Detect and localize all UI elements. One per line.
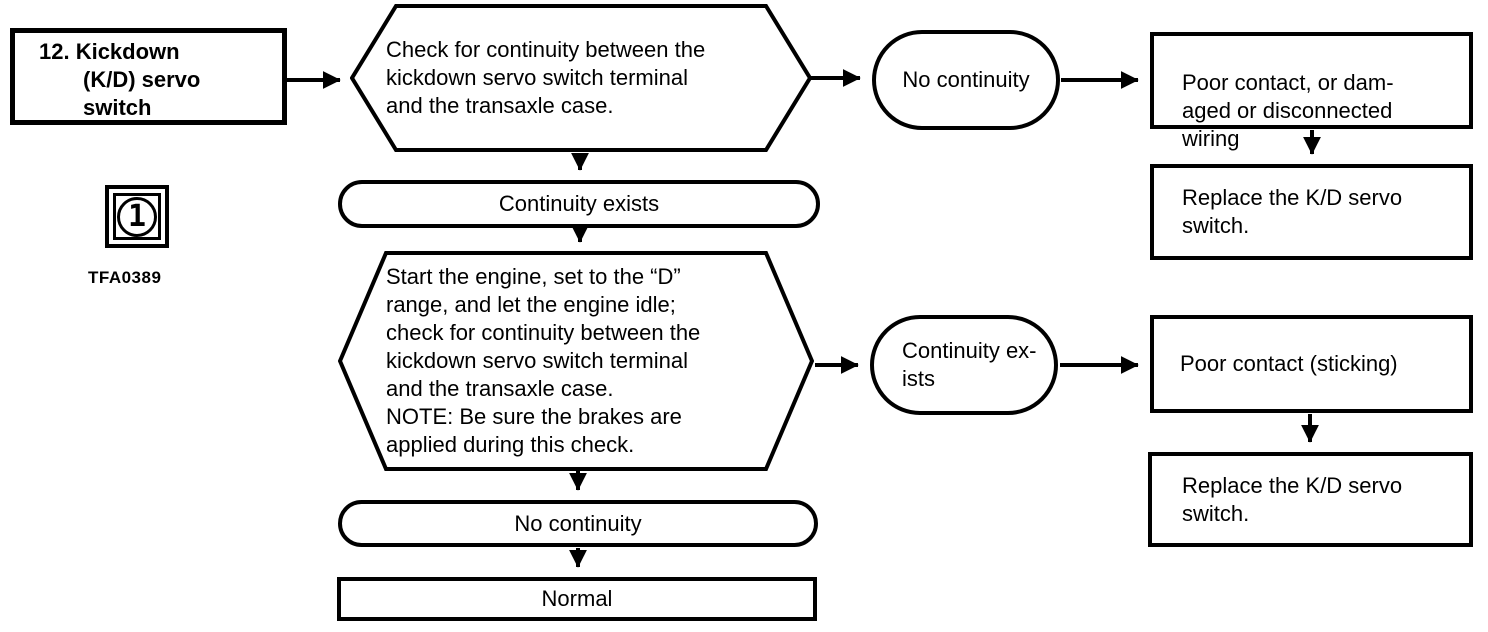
check-step-2-hexagon: Start the engine, set to the “D” range, … [338, 251, 814, 471]
outcome-replace-switch-box-1: Replace the K/D servo switch. [1150, 164, 1473, 260]
check-step-1-hexagon: Check for continuity between the kickdow… [350, 4, 812, 152]
hexagon-outline [338, 251, 814, 471]
branch-continuity-exists-label: Continuity ex- ists [902, 338, 1037, 391]
result-no-continuity-label: No continuity [514, 510, 642, 536]
start-node-label: 12. Kickdown (K/D) servo switch [39, 39, 201, 120]
figure-number-badge: 1 [117, 196, 157, 237]
figure-code-label: TFA0389 [88, 268, 162, 287]
outcome-poor-contact-wiring-label: Poor contact, or dam- aged or disconnect… [1182, 70, 1394, 151]
figure-reference-icon: 1 [105, 185, 169, 248]
outcome-normal-label: Normal [541, 586, 613, 611]
outcome-poor-contact-sticking-label: Poor contact (sticking) [1180, 351, 1398, 376]
outcome-replace-switch-label-2: Replace the K/D servo switch. [1182, 472, 1403, 526]
outcome-poor-contact-wiring-box: Poor contact, or dam- aged or disconnect… [1150, 32, 1473, 151]
hexagon-outline [350, 4, 812, 152]
branch-continuity-exists-stadium: Continuity ex- ists [870, 315, 1058, 415]
result-continuity-exists-label: Continuity exists [498, 191, 660, 216]
branch-no-continuity-stadium: No continuity [872, 30, 1060, 130]
outcome-normal-box: Normal [337, 577, 817, 621]
outcome-replace-switch-box-2: Replace the K/D servo switch. [1148, 452, 1473, 547]
outcome-replace-switch-label-1: Replace the K/D servo switch. [1182, 185, 1403, 238]
result-no-continuity-pill: No continuity [338, 500, 818, 547]
outcome-poor-contact-sticking-box: Poor contact (sticking) [1150, 315, 1473, 413]
figure-reference-inner-frame: 1 [113, 193, 161, 240]
start-node-kickdown-servo-switch: 12. Kickdown (K/D) servo switch [10, 28, 287, 125]
branch-no-continuity-label: No continuity [902, 67, 1030, 92]
result-continuity-exists-pill: Continuity exists [338, 180, 820, 228]
check-step-1-text: Check for continuity between the kickdow… [386, 37, 706, 118]
check-step-2-text: Start the engine, set to the “D” range, … [386, 264, 701, 457]
